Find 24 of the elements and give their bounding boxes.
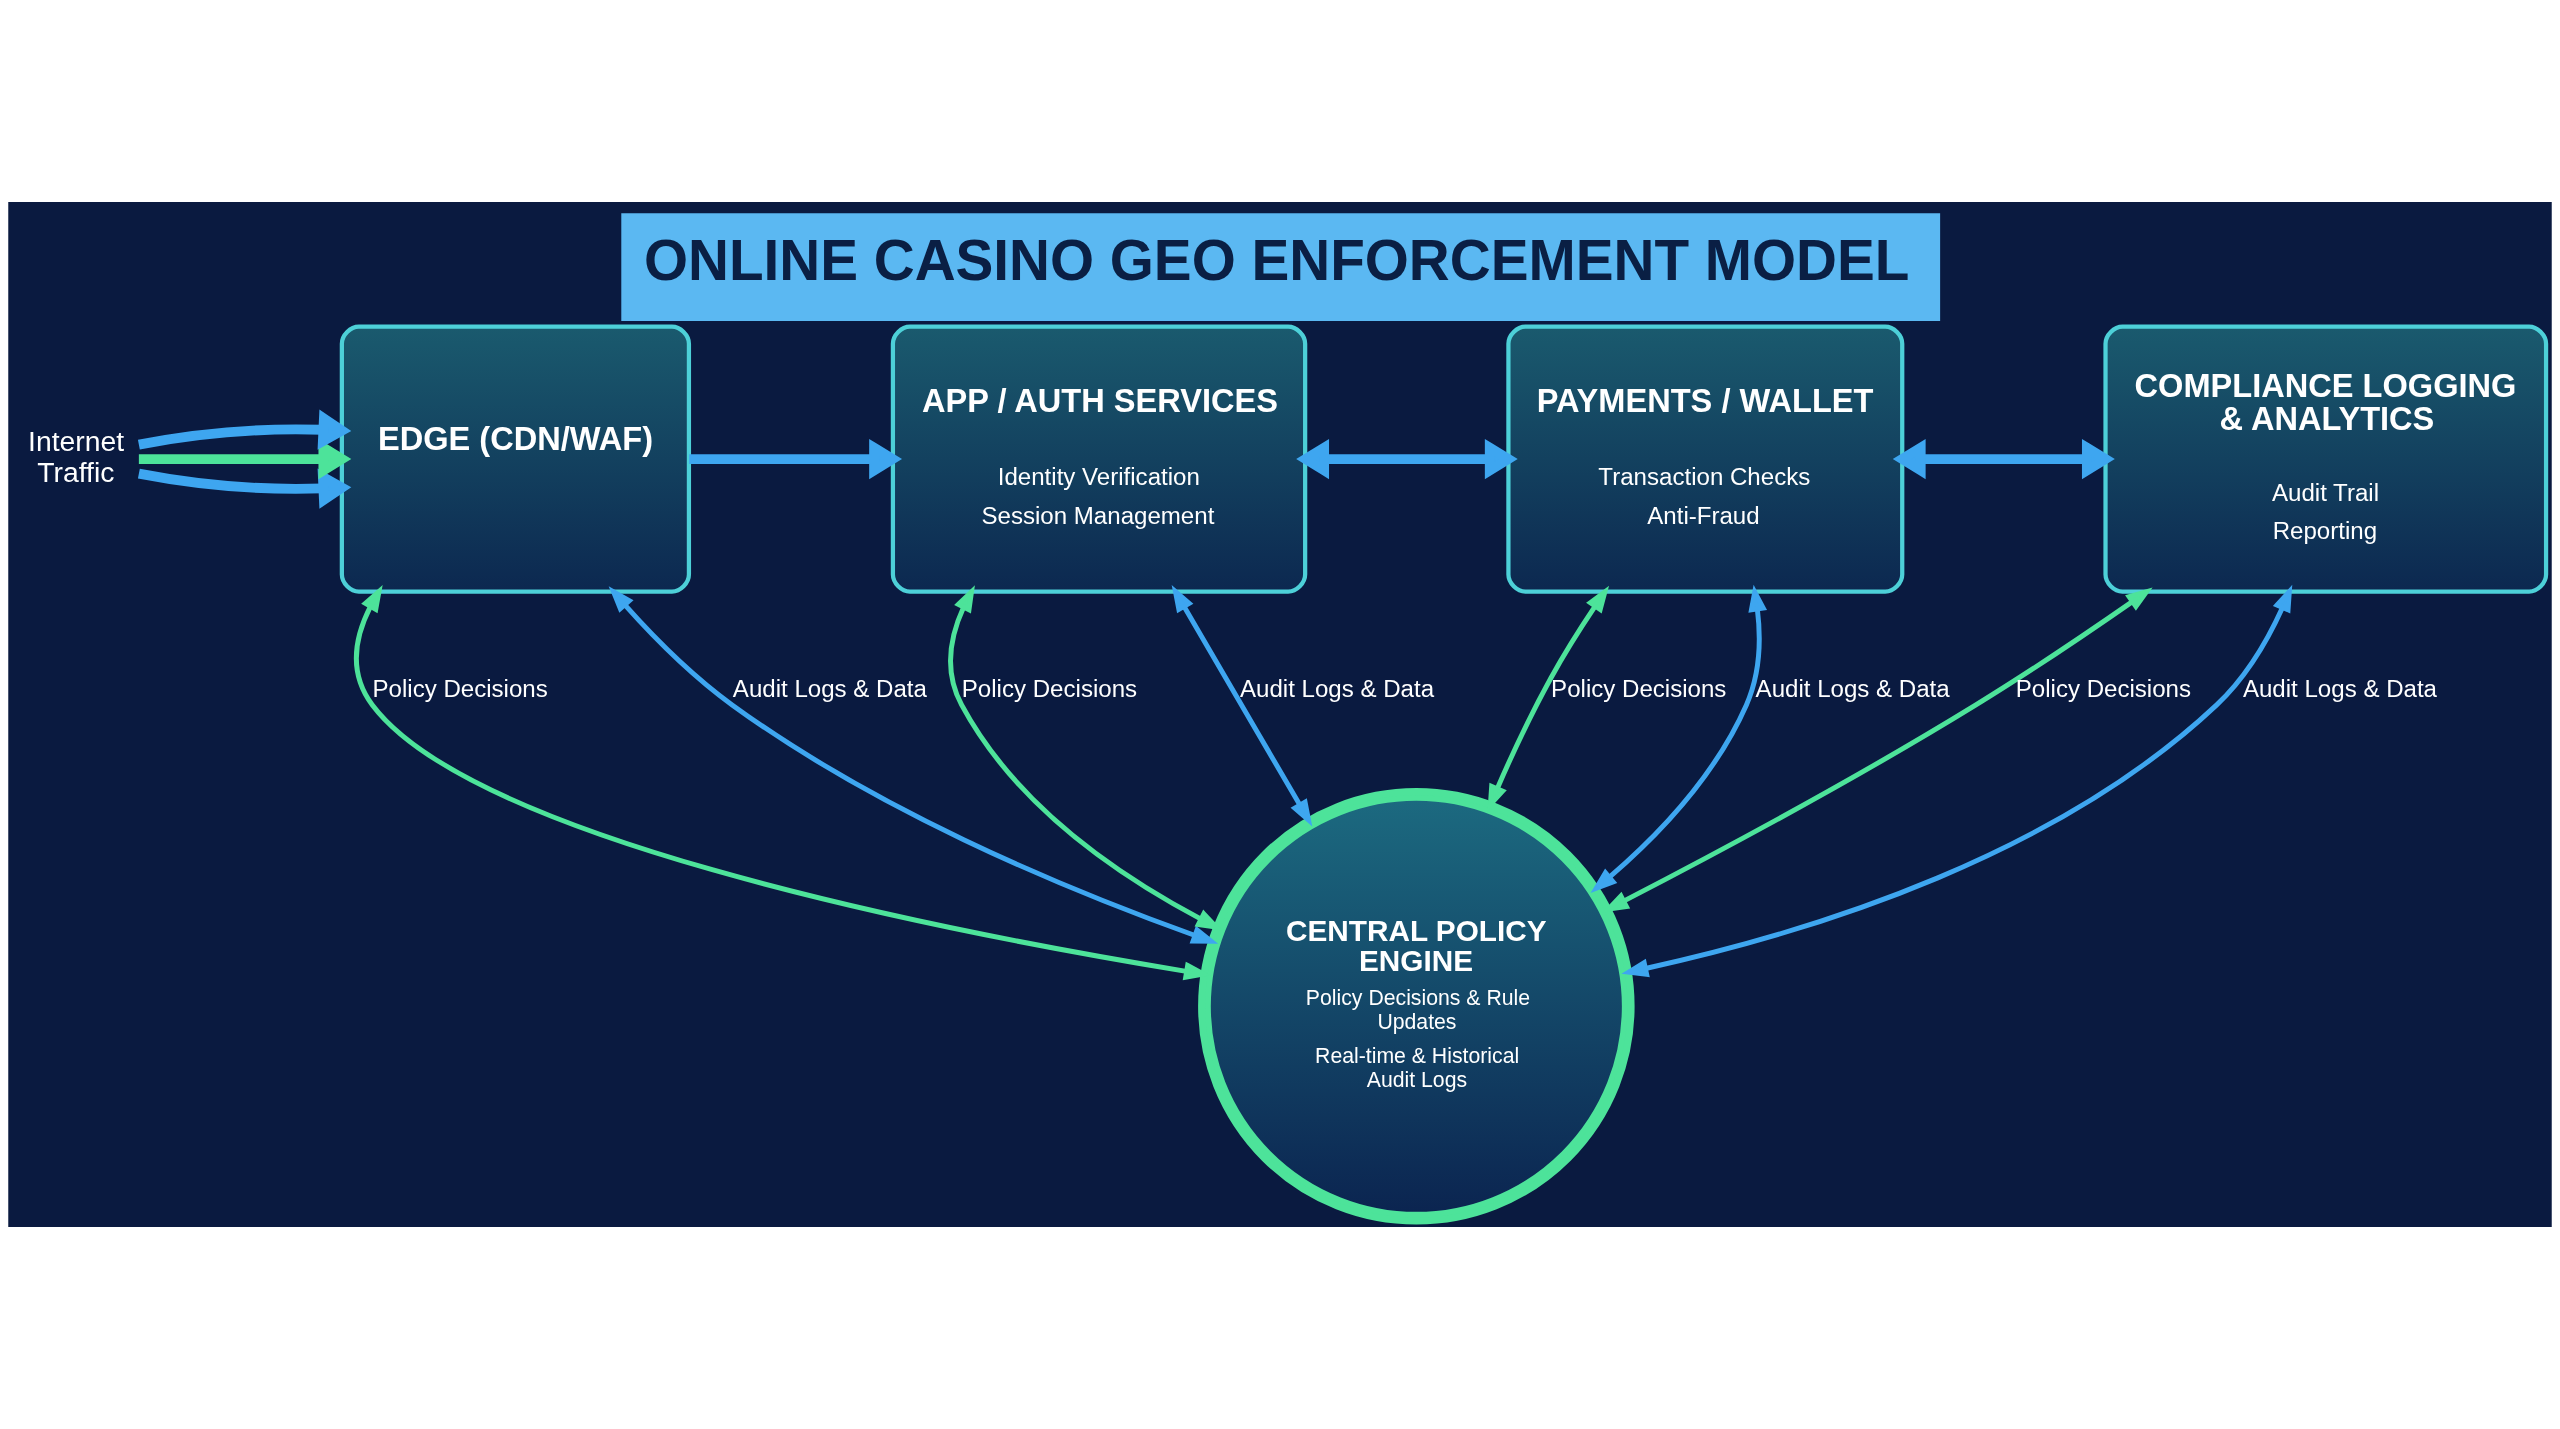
arrow [137, 468, 352, 509]
arrow [1296, 438, 1518, 480]
node-text: Internet Traffic [28, 424, 125, 488]
arrow [137, 409, 352, 450]
edge-label: Audit Logs & Data [1755, 675, 1950, 703]
arrow [1892, 438, 2115, 480]
edge-label: Audit Logs & Data [2242, 675, 2438, 703]
edge-label: Policy Decisions [372, 675, 548, 703]
arrow [608, 586, 1219, 944]
edge-label: Audit Logs & Data [732, 675, 927, 703]
node-box: COMPLIANCE LOGGING & ANALYTICS Audit Trail Reporting [2103, 324, 2549, 594]
arrow [689, 438, 903, 480]
edge-label: Policy Decisions [1551, 675, 1727, 703]
arrow [1590, 584, 1768, 894]
edge-label: Audit Logs & Data [1239, 675, 1435, 703]
edge-label: Policy Decisions [961, 675, 1138, 703]
node-box: APP / AUTH SERVICES Identity Verification Session Management [890, 324, 1308, 594]
node-circle: CENTRAL POLICY ENGINE Policy Decisions & Rule Updates Real-time & Historical Audit Logs [1198, 788, 1635, 1225]
node-box: PAYMENTS / WALLET Transaction Checks Anti-Fraud [1506, 324, 1905, 594]
arrow [1171, 585, 1313, 827]
edge-label: Policy Decisions [2015, 675, 2192, 703]
arrow [1621, 584, 2293, 978]
diagram-title: ONLINE CASINO GEO ENFORCEMENT MODEL [643, 228, 1910, 292]
node-box: EDGE (CDN/WAF) [339, 324, 692, 594]
